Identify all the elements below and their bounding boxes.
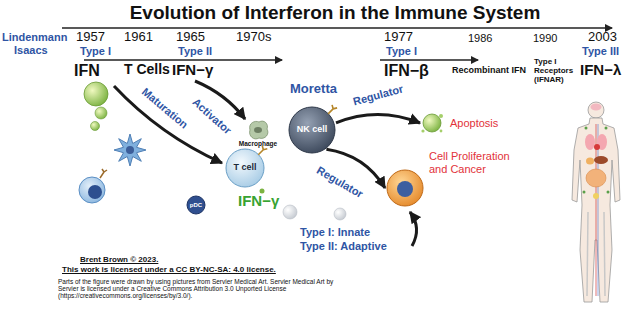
interferon-spheres-part xyxy=(91,122,100,131)
cell-label: pDC xyxy=(190,202,202,209)
year-label: 1970s xyxy=(236,30,271,44)
b-cell-part xyxy=(79,177,105,203)
human-body-figure-part xyxy=(587,212,588,296)
pathway-label: Regulator xyxy=(352,83,405,108)
interferon-type: Type II xyxy=(178,45,212,57)
b-cell-part xyxy=(100,169,107,178)
author-name: Moretta xyxy=(290,82,337,96)
cell-label: NK cell xyxy=(297,125,328,135)
b-cell xyxy=(79,169,107,203)
receptor-symbol xyxy=(328,105,337,114)
pathway-arrows xyxy=(114,81,417,246)
cell-caption: Cell Proliferation and Cancer xyxy=(429,150,521,176)
human-body-figure-part xyxy=(572,118,620,302)
author-name: Lindenmann xyxy=(2,31,67,43)
apoptotic-body xyxy=(440,130,443,133)
human-body-figure-part xyxy=(604,212,605,296)
t-cell: T cell xyxy=(225,148,265,188)
interferon-name: IFN−γ xyxy=(172,62,213,79)
interferon-type: Type III xyxy=(582,45,619,57)
author-name: Isaacs xyxy=(14,44,48,56)
pathway-label: Regulator xyxy=(315,164,366,200)
human-body-figure xyxy=(572,102,620,302)
cell-caption-box: Apoptosis xyxy=(450,111,498,135)
timeline-axis-part xyxy=(84,59,282,61)
credit-text: Brent Brown © 2023. xyxy=(80,256,158,265)
cell-caption: Apoptosis xyxy=(450,111,498,135)
license-text: This work is licensed under a CC BY-NC-S… xyxy=(62,266,276,275)
nk-cell: NK cell xyxy=(288,106,336,154)
cell-body xyxy=(226,149,264,187)
human-body-figure-part xyxy=(585,134,595,150)
timeline-axis-part xyxy=(380,59,478,61)
milestone-label: Type I Receptors (IFNAR) xyxy=(534,58,580,84)
human-body-figure-part xyxy=(585,127,588,130)
pathway-label: Maturation xyxy=(140,85,191,130)
interferon-type: Type I xyxy=(80,45,111,57)
cell-nucleus xyxy=(397,181,413,197)
human-body-figure-part xyxy=(586,169,606,187)
pathway-arrows-part xyxy=(410,212,417,246)
connector-arrow xyxy=(336,114,420,123)
human-body-figure-part xyxy=(591,104,602,111)
milestone-label: T Cells xyxy=(124,62,170,77)
apoptotic-cell-outline xyxy=(420,111,444,135)
apoptotic-cell: Apoptosis xyxy=(420,111,498,135)
year-label: 1977 xyxy=(384,30,413,44)
dendritic-cell xyxy=(114,134,146,166)
interferon-spheres xyxy=(84,82,108,131)
macrophage-outline xyxy=(246,118,270,140)
year-label: 1957 xyxy=(76,30,105,44)
timeline-axis xyxy=(62,28,612,60)
human-body-figure-part xyxy=(593,193,599,199)
human-body-figure-part xyxy=(605,127,608,130)
resting-cells-part xyxy=(283,205,297,219)
note-text: Type I: Innate xyxy=(300,226,370,238)
milestone-label: Recombinant IFN xyxy=(452,66,526,76)
b-cell-part xyxy=(88,185,102,199)
human-body-figure-part xyxy=(607,191,610,194)
dendritic-cell-part xyxy=(126,146,134,154)
interferon-name: IFN xyxy=(74,62,100,80)
year-label: 1961 xyxy=(124,30,153,44)
figure-title: Evolution of Interferon in the Immune Sy… xyxy=(130,3,541,24)
interferon-spheres-part xyxy=(84,82,108,106)
cytokine-label: IFN−γ xyxy=(238,193,279,210)
human-body-figure-part xyxy=(588,102,604,118)
resting-cells-part xyxy=(334,208,346,220)
year-label: 2003 xyxy=(588,30,617,44)
interferon-type: Type I xyxy=(386,45,417,57)
interferon-spheres-part xyxy=(95,107,107,119)
cancer-cell: Cell Proliferation and Cancer xyxy=(385,150,521,208)
human-body-figure-part xyxy=(594,156,608,164)
cell-body xyxy=(187,196,205,214)
cell-label: Macrophage xyxy=(239,140,277,147)
cell-label: T cell xyxy=(233,163,256,173)
year-label: 1990 xyxy=(533,32,557,44)
macrophage-cell: Macrophage xyxy=(239,118,277,147)
cell-body xyxy=(250,121,268,139)
attribution-text: Parts of the figure were drawn by using … xyxy=(58,278,348,299)
dendritic-cell-part xyxy=(114,134,146,166)
human-body-figure-part xyxy=(586,158,594,165)
human-body-figure-part xyxy=(583,191,586,194)
cancer-cell-outline xyxy=(385,168,425,208)
interferon-name: IFN−λ xyxy=(580,62,621,79)
cell-body xyxy=(423,114,441,132)
year-label: 1986 xyxy=(468,32,492,44)
cell-caption-box: Cell Proliferation and Cancer xyxy=(429,150,521,176)
pdc-cell: pDC xyxy=(186,195,206,215)
receptor-symbol xyxy=(258,146,267,155)
timeline-axis-part xyxy=(62,27,612,29)
interferon-name: IFN−β xyxy=(384,62,429,80)
cell-nucleus xyxy=(254,127,262,133)
pathway-arrows-part xyxy=(114,86,222,163)
cell-body xyxy=(387,170,423,206)
year-label: 1965 xyxy=(176,30,205,44)
note-text: Type II: Adaptive xyxy=(300,240,387,252)
apoptotic-body xyxy=(421,129,424,132)
human-body-figure-part xyxy=(594,144,600,150)
apoptotic-body xyxy=(439,114,443,118)
